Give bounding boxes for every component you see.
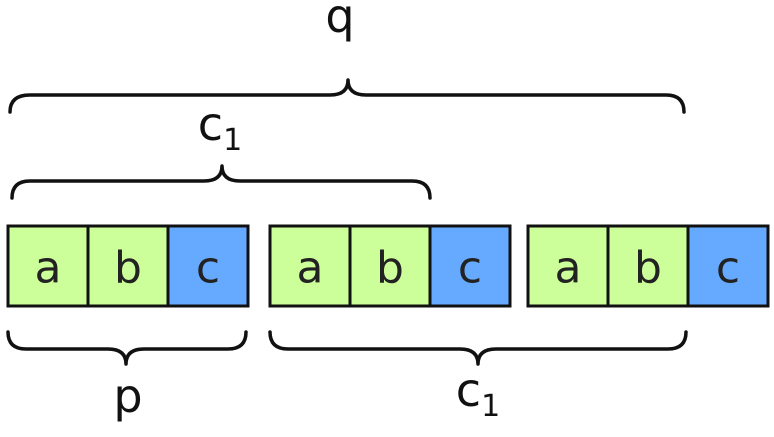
cell-2b (348, 224, 432, 308)
cell-1a (6, 224, 90, 308)
cell-group-1: a b c (6, 224, 250, 308)
cell-group-2: a b c (268, 224, 512, 308)
cell-1a-text: a (35, 243, 62, 294)
label-c1-top-base: c (198, 97, 223, 151)
cell-2b-text: b (376, 243, 404, 294)
cell-3b-text: b (634, 243, 662, 294)
cell-3c (686, 224, 770, 308)
cell-1b (86, 224, 170, 308)
label-c1-bottom: c1 (456, 363, 500, 424)
cell-2c (428, 224, 512, 308)
cell-1b-text: b (114, 243, 142, 294)
cell-1c-text: c (196, 243, 220, 294)
cell-3c-text: c (716, 243, 740, 294)
cell-3a-text: a (555, 243, 582, 294)
label-c1-bottom-sub: 1 (481, 389, 500, 424)
cell-2c-text: c (458, 243, 482, 294)
brace-p (6, 330, 248, 366)
brace-c1-top (10, 164, 432, 200)
cell-1c (166, 224, 250, 308)
cell-group-3: a b c (526, 224, 770, 308)
cell-3a (526, 224, 610, 308)
brace-q (8, 78, 686, 114)
label-c1-top: c1 (198, 97, 242, 158)
cell-3b (606, 224, 690, 308)
brace-c1-bottom (268, 330, 688, 366)
label-p: p (113, 369, 142, 423)
label-q: q (325, 0, 354, 43)
label-c1-top-sub: 1 (223, 123, 242, 158)
label-c1-bottom-base: c (456, 363, 481, 417)
cell-2a-text: a (297, 243, 324, 294)
